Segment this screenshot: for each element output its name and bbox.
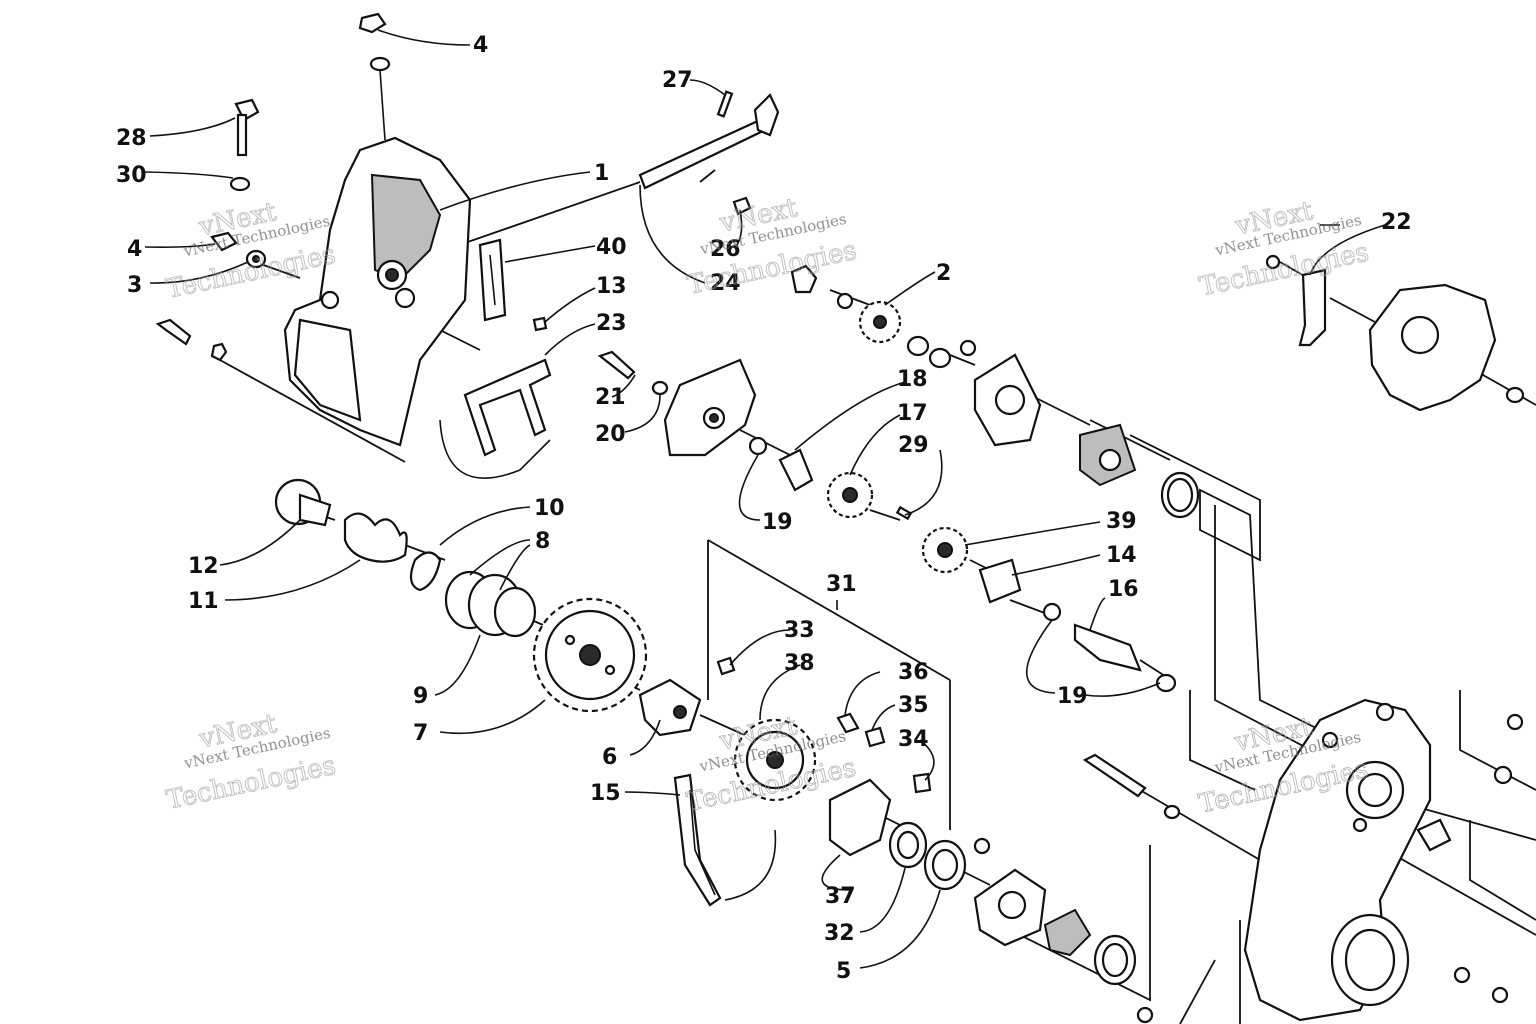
gear-and-bearing [921, 526, 1177, 693]
upper-sprocket [790, 264, 977, 369]
callout-9: 9 [413, 684, 428, 709]
callout-labels: 1 2 3 4 4 5 6 7 8 9 10 11 12 13 14 15 16… [116, 33, 1412, 984]
watermark-bottom-left: vNext vNext Technologies Technologies [163, 708, 338, 816]
callout-38: 38 [784, 651, 815, 676]
callout-19-upper: 19 [762, 510, 793, 535]
callout-1: 1 [594, 161, 609, 186]
screw [532, 316, 548, 332]
drain-plug [358, 12, 391, 72]
brake-lever-shaft [638, 90, 780, 190]
callout-22: 22 [1381, 210, 1412, 235]
brake-caliper [597, 350, 757, 457]
upper-right-housing [1265, 254, 1525, 412]
callout-7: 7 [413, 721, 428, 746]
callout-33: 33 [784, 618, 815, 643]
callout-17: 17 [897, 401, 928, 426]
lower-sprocket [716, 656, 817, 802]
watermark-top-left: vNext vNext Technologies Technologies [163, 197, 338, 306]
callout-31: 31 [826, 572, 857, 597]
callout-12: 12 [188, 554, 219, 579]
callout-26: 26 [710, 237, 741, 262]
lower-stud [1082, 753, 1181, 820]
lower-bearing-set [888, 821, 1137, 986]
callout-39: 39 [1106, 509, 1137, 534]
callout-10: 10 [534, 496, 565, 521]
callout-16: 16 [1108, 577, 1139, 602]
callout-8: 8 [535, 529, 550, 554]
tensioner-spring-group [274, 478, 537, 638]
nut-26 [732, 196, 752, 216]
callout-23: 23 [596, 311, 627, 336]
tensioner-shoe [828, 712, 932, 857]
brake-bracket [439, 358, 552, 479]
chaincase-cover [283, 69, 472, 447]
callout-28: 28 [116, 126, 147, 151]
callout-35: 35 [898, 693, 929, 718]
callout-4-left: 4 [127, 237, 142, 262]
callout-18: 18 [897, 367, 928, 392]
callout-27: 27 [662, 68, 693, 93]
callout-29: 29 [898, 433, 929, 458]
dipstick [229, 98, 260, 192]
callout-3: 3 [127, 273, 142, 298]
callout-34: 34 [898, 727, 929, 752]
callout-36: 36 [898, 660, 929, 685]
callout-19-lower: 19 [1057, 684, 1088, 709]
upper-bearing-flange [973, 353, 1200, 519]
callout-2: 2 [936, 261, 951, 286]
callout-32: 32 [824, 921, 855, 946]
callout-40: 40 [596, 235, 627, 260]
callout-14: 14 [1106, 543, 1137, 568]
watermark-top-right: vNext vNext Technologies Technologies [1196, 196, 1371, 303]
callout-15: 15 [590, 781, 621, 806]
callout-5: 5 [836, 959, 851, 984]
callout-24: 24 [710, 271, 741, 296]
watermark-top-center: vNext vNext Technologies Technologies [684, 193, 859, 302]
callout-4-top: 4 [473, 33, 488, 58]
callout-leaders [144, 29, 1386, 969]
chaincase-housing [1136, 698, 1524, 1024]
callout-13: 13 [596, 274, 627, 299]
callout-30: 30 [116, 163, 147, 188]
callout-20: 20 [595, 422, 626, 447]
callout-11: 11 [188, 589, 219, 614]
pinion-gear [638, 678, 702, 737]
callout-6: 6 [602, 745, 617, 770]
drive-chain [673, 773, 722, 907]
spacer-and-gear [748, 436, 913, 521]
nut-and-washer [210, 231, 267, 269]
gasket-plate [478, 238, 507, 322]
callout-21: 21 [595, 385, 626, 410]
cover-bolt [155, 318, 228, 362]
callout-37: 37 [825, 884, 856, 909]
large-drive-gear [532, 597, 648, 713]
